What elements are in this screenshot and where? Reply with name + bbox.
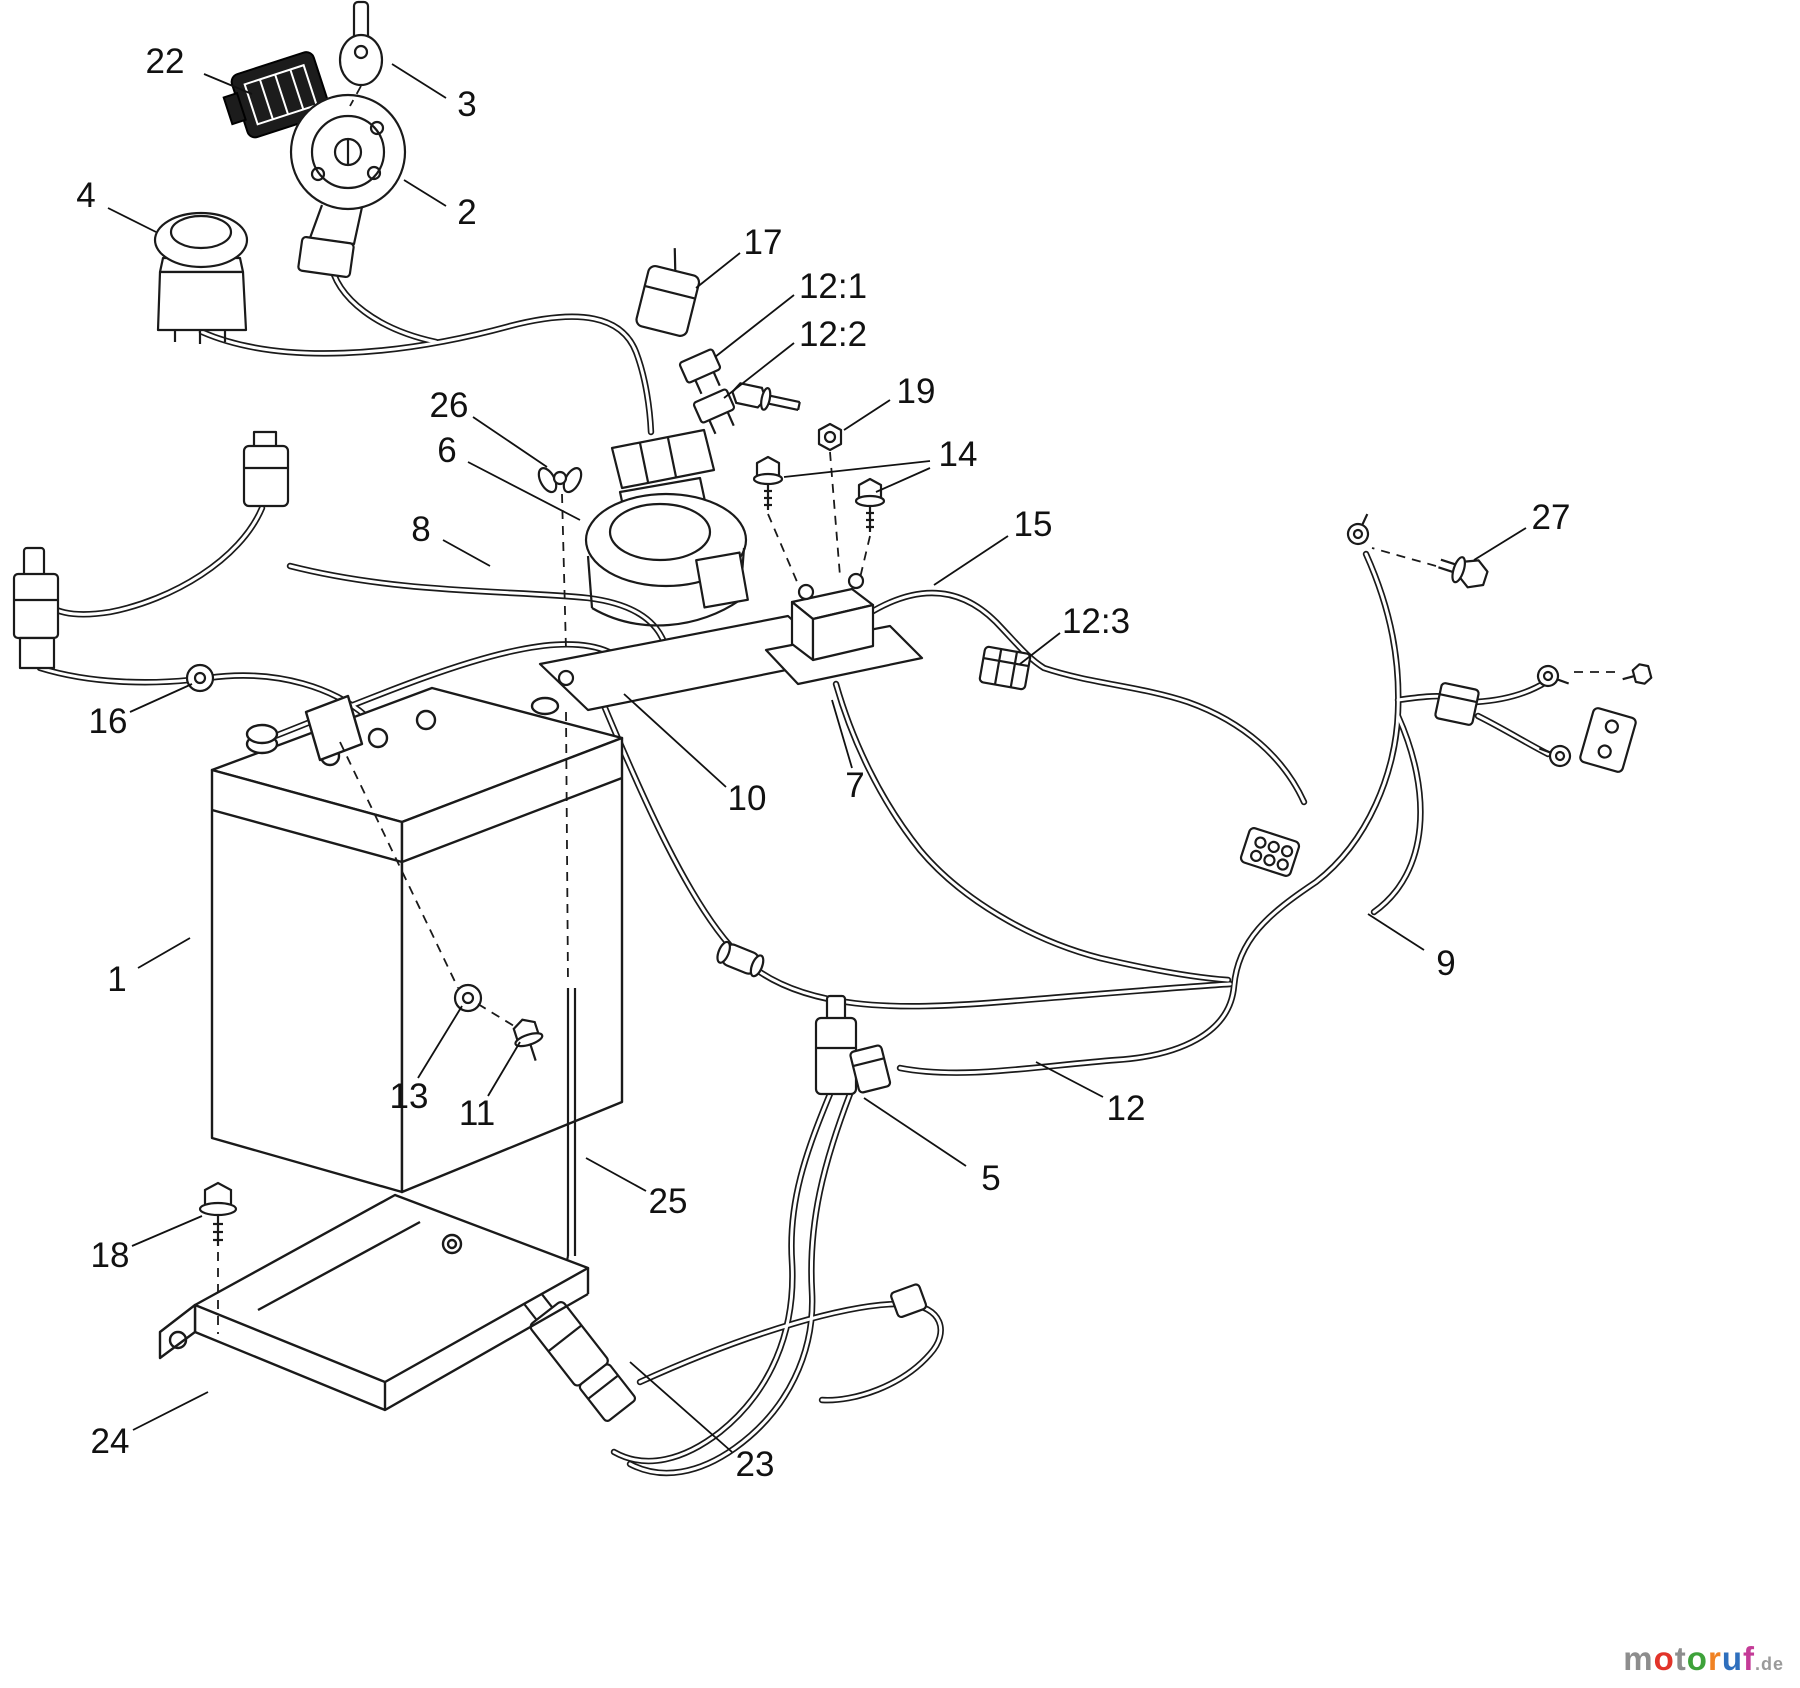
watermark: motoruf.de [1623,1640,1784,1678]
bracket-plate-drawing [158,1193,590,1412]
hardware-battery-drawing [185,663,544,1061]
bolt-18-drawing [198,1181,238,1246]
leader-lines [107,63,1527,1453]
loop-connector-drawing [890,1283,928,1319]
watermark-letter: t [1674,1640,1687,1677]
battery-bracket-drawing [304,694,364,762]
watermark-letter: m [1623,1640,1654,1677]
solenoid-dome-drawing [584,492,749,627]
fuse-12-1-drawing [678,348,722,395]
watermark-letter: o [1653,1640,1675,1677]
watermark-letter: u [1721,1640,1743,1677]
fuse-bolt-drawing [731,382,801,411]
pto-switch-drawing [153,211,249,344]
interlock-switch-left-drawing [12,546,60,670]
watermark-letter: r [1707,1640,1722,1677]
battery-drawing [210,686,624,1194]
watermark-letter: o [1686,1640,1708,1677]
interlock-switch-5-drawing [814,994,892,1096]
ignition-switch-drawing [289,93,407,279]
starter-solenoid-drawing [764,572,924,686]
bolt-right-edge-drawing [1622,663,1653,685]
alignment-dashes [217,85,1620,1334]
wing-nut-drawing [537,467,583,494]
switch-23-drawing [523,1290,637,1422]
inline-connector-drawing [716,940,765,978]
bolt-27-drawing [1438,556,1489,589]
bolt-11-drawing [512,1018,544,1061]
relay-drawing [635,248,701,337]
right-harness-hardware-drawing [890,508,1653,1319]
connector-right-a-drawing [1434,682,1480,726]
ignition-key-drawing [338,0,384,87]
multi-pin-connector-drawing [1239,827,1301,877]
watermark-letter: f [1742,1640,1755,1677]
connector-12-3-drawing [978,645,1032,691]
watermark-suffix: .de [1754,1654,1784,1674]
hardware-top-drawing [537,422,886,534]
connector-upper-left-drawing [242,430,290,508]
right-bracket-drawing [1579,707,1637,773]
